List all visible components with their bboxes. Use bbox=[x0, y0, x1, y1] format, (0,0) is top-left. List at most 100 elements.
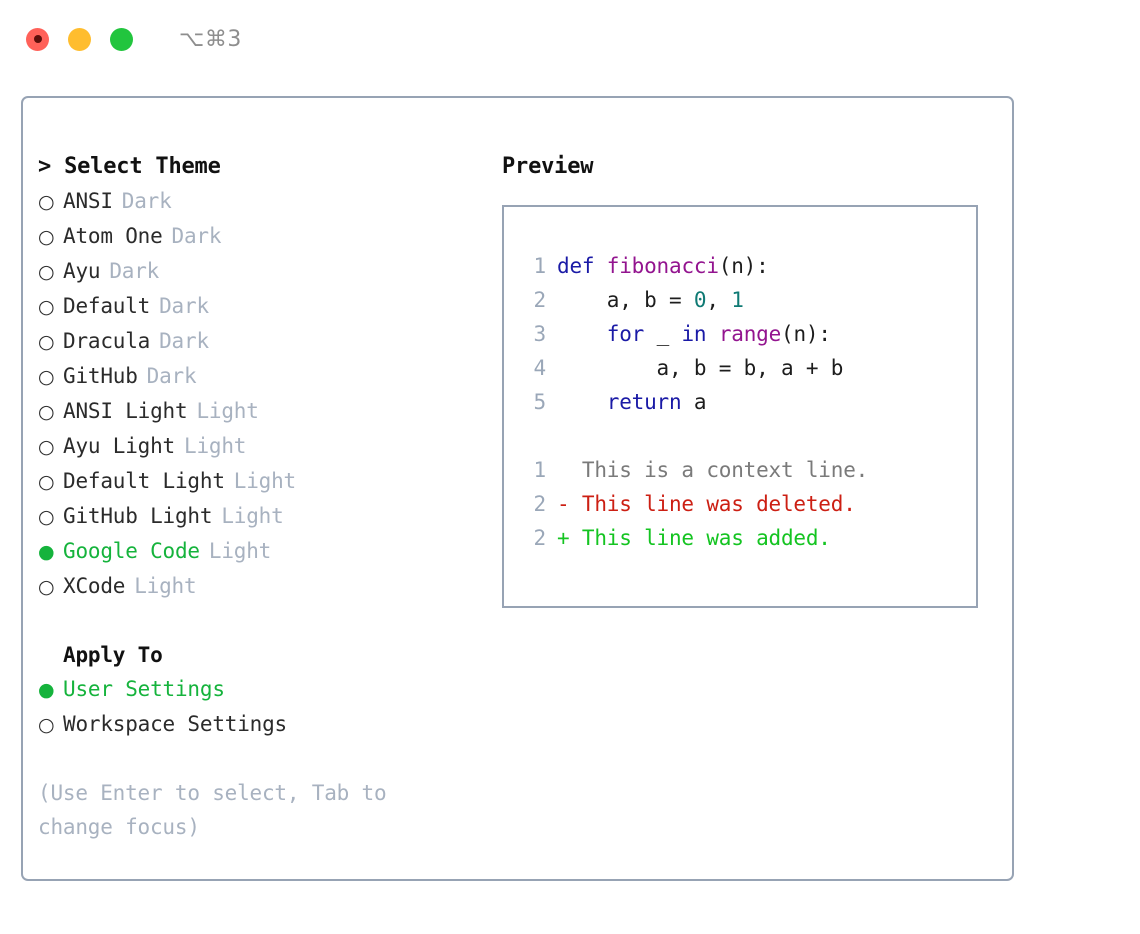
radio-unselected-icon: ○ bbox=[38, 331, 55, 353]
code-token bbox=[557, 322, 607, 346]
code-token: fibonacci bbox=[606, 254, 719, 278]
theme-variant-badge: Light bbox=[208, 539, 272, 563]
diff-line-number: 2 bbox=[533, 492, 547, 516]
keyboard-shortcut-label: ⌥⌘3 bbox=[179, 26, 242, 52]
radio-selected-icon: ● bbox=[38, 541, 55, 563]
theme-variant-badge: Light bbox=[134, 574, 197, 598]
apply-option-list: ● User Settings ○ Workspace Settings bbox=[38, 672, 498, 742]
code-line-number: 2 bbox=[533, 288, 547, 312]
theme-option-github[interactable]: ○ GitHub Dark bbox=[38, 359, 498, 394]
theme-option-ansi-light[interactable]: ○ ANSI Light Light bbox=[38, 394, 498, 429]
theme-variant-badge: Dark bbox=[121, 189, 172, 213]
theme-option-ayu[interactable]: ○ Ayu Dark bbox=[38, 254, 498, 289]
radio-unselected-icon: ○ bbox=[38, 191, 55, 213]
code-token bbox=[706, 322, 718, 346]
theme-option-label: Dracula bbox=[63, 329, 151, 353]
theme-option-google-code[interactable]: ● Google Code Light bbox=[38, 534, 498, 569]
theme-variant-badge: Light bbox=[233, 469, 296, 493]
radio-unselected-icon: ○ bbox=[38, 471, 55, 493]
code-line-text: a, b = 0, 1 bbox=[557, 283, 744, 317]
code-line-text: for _ in range(n): bbox=[557, 317, 831, 351]
radio-unselected-icon: ○ bbox=[38, 296, 55, 318]
theme-option-label: Default bbox=[63, 294, 151, 318]
code-line-text: a, b = b, a + b bbox=[557, 351, 844, 385]
diff-line-number: 1 bbox=[533, 458, 547, 482]
theme-option-atom-one[interactable]: ○ Atom One Dark bbox=[38, 219, 498, 254]
radio-unselected-icon: ○ bbox=[38, 401, 55, 423]
theme-option-label: Ayu Light bbox=[63, 434, 175, 458]
diff-line: 2+ This line was added. bbox=[522, 521, 976, 555]
theme-option-dracula[interactable]: ○ Dracula Dark bbox=[38, 324, 498, 359]
diff-line-text: + This line was added. bbox=[557, 526, 831, 550]
apply-option-label: Workspace Settings bbox=[63, 712, 287, 736]
theme-variant-badge: Dark bbox=[159, 329, 209, 353]
apply-to-heading: Apply To bbox=[63, 643, 163, 667]
window-controls bbox=[26, 27, 133, 51]
diff-line-text: This is a context line. bbox=[557, 458, 869, 482]
theme-option-label: Ayu bbox=[63, 259, 101, 283]
code-token: 0 bbox=[693, 288, 707, 312]
diff-line: 1 This is a context line. bbox=[522, 453, 976, 487]
code-token: range bbox=[718, 322, 782, 346]
minimize-button[interactable] bbox=[68, 27, 91, 51]
radio-unselected-icon: ○ bbox=[38, 261, 55, 283]
code-line: 3 for _ in range(n): bbox=[522, 317, 976, 351]
code-line-number: 5 bbox=[533, 390, 547, 414]
code-token: _ bbox=[644, 322, 682, 346]
close-button[interactable] bbox=[26, 27, 49, 51]
radio-unselected-icon: ○ bbox=[38, 576, 55, 598]
code-token: return bbox=[606, 390, 682, 414]
code-token: for bbox=[606, 322, 645, 346]
theme-variant-badge: Dark bbox=[171, 224, 222, 248]
code-diff-gap bbox=[522, 419, 976, 453]
title-bar: ⌥⌘3 bbox=[0, 0, 1140, 78]
theme-option-default[interactable]: ○ Default Dark bbox=[38, 289, 498, 324]
radio-unselected-icon: ○ bbox=[38, 366, 55, 388]
code-line: 4 a, b = b, a + b bbox=[522, 351, 976, 385]
diff-sample: 1 This is a context line.2- This line wa… bbox=[522, 453, 976, 555]
code-token: a, b = bbox=[557, 288, 694, 312]
apply-option-label: User Settings bbox=[63, 677, 225, 701]
radio-unselected-icon: ○ bbox=[38, 714, 55, 736]
code-token bbox=[557, 390, 607, 414]
code-line: 5 return a bbox=[522, 385, 976, 419]
diff-line: 2- This line was deleted. bbox=[522, 487, 976, 521]
theme-variant-badge: Dark bbox=[146, 364, 197, 388]
code-line-text: def fibonacci(n): bbox=[557, 249, 769, 283]
theme-option-label: Atom One bbox=[63, 224, 163, 248]
keyboard-hint-text: (Use Enter to select, Tab to change focu… bbox=[38, 781, 399, 839]
radio-selected-icon: ● bbox=[38, 679, 55, 701]
maximize-button[interactable] bbox=[110, 27, 133, 51]
theme-option-label: Google Code bbox=[63, 539, 200, 563]
theme-variant-badge: Dark bbox=[109, 259, 160, 283]
code-line-text: return a bbox=[557, 385, 707, 419]
theme-option-label: Default Light bbox=[63, 469, 225, 493]
radio-unselected-icon: ○ bbox=[38, 226, 55, 248]
code-token: in bbox=[681, 322, 707, 346]
theme-option-label: ANSI Light bbox=[63, 399, 188, 423]
code-line-number: 1 bbox=[533, 254, 547, 278]
apply-option-user-settings[interactable]: ● User Settings bbox=[38, 672, 498, 707]
code-token: a bbox=[681, 390, 707, 414]
theme-variant-badge: Light bbox=[196, 399, 259, 423]
theme-option-default-light[interactable]: ○ Default Light Light bbox=[38, 464, 498, 499]
code-line-number: 3 bbox=[533, 322, 547, 346]
apply-option-workspace-settings[interactable]: ○ Workspace Settings bbox=[38, 707, 498, 742]
theme-variant-badge: Light bbox=[184, 434, 247, 458]
select-theme-heading: > Select Theme bbox=[38, 154, 221, 179]
code-token: a, b = b, a + b bbox=[557, 356, 844, 380]
theme-variant-badge: Dark bbox=[159, 294, 209, 318]
theme-option-label: GitHub bbox=[63, 364, 138, 388]
code-line: 2 a, b = 0, 1 bbox=[522, 283, 976, 317]
